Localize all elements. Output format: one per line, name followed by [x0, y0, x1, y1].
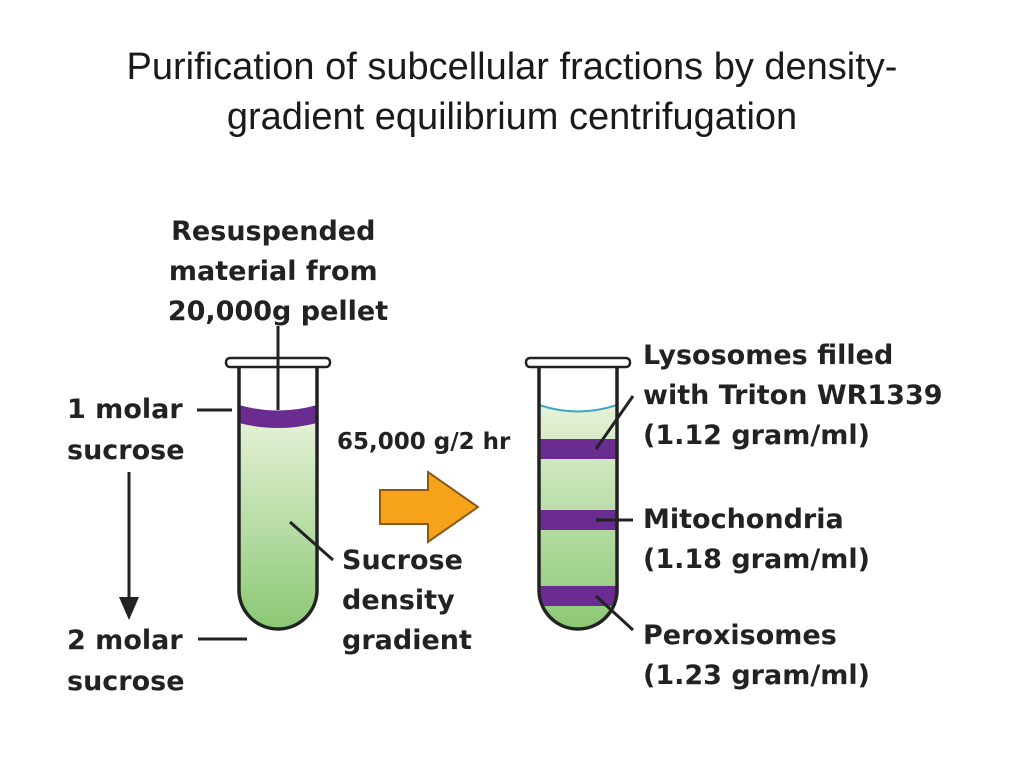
peroxisome-label: Peroxisomes (1.23 gram/ml)	[643, 620, 870, 691]
mitochondria-band	[539, 510, 617, 530]
title-line-2: gradient equilibrium centrifugation	[226, 96, 798, 138]
gradient-direction-arrow	[119, 472, 139, 620]
resuspended-material-label: Resuspended material from 20,000g pellet	[168, 216, 388, 327]
page-title: Purification of subcellular fractions by…	[40, 42, 984, 142]
gradient-label-line-1: Sucrose	[342, 545, 463, 576]
left-sucrose-gradient	[239, 418, 317, 629]
two-molar-line-2: sucrose	[67, 666, 185, 697]
one-molar-line-1: 1 molar	[67, 394, 183, 425]
two-molar-line-1: 2 molar	[67, 625, 183, 656]
lysosome-pointer-line	[594, 395, 635, 450]
top-label-line-1: Resuspended	[171, 216, 375, 247]
peroxisome-line-2: (1.23 gram/ml)	[643, 660, 870, 691]
sucrose-density-gradient-label: Sucrose density gradient	[342, 545, 472, 656]
lysosome-label: Lysosomes filled with Triton WR1339 (1.1…	[643, 340, 952, 451]
gradient-label-line-2: density	[342, 585, 455, 616]
right-tube	[524, 356, 635, 632]
peroxisome-line-1: Peroxisomes	[643, 620, 837, 651]
right-meniscus	[539, 404, 617, 413]
right-arrow-icon	[379, 470, 480, 544]
peroxisome-pointer-line	[594, 594, 635, 632]
gradient-label-line-3: gradient	[342, 625, 472, 656]
title-line-1: Purification of subcellular fractions by…	[126, 46, 898, 88]
one-molar-line-2: sucrose	[67, 435, 185, 466]
peroxisome-band	[539, 586, 617, 606]
lysosome-band	[539, 439, 617, 459]
left-gradient-pointer-line	[289, 520, 334, 562]
left-sample-band	[239, 405, 317, 428]
one-molar-sucrose-label: 1 molar sucrose	[67, 394, 192, 466]
top-label-line-2: material from	[169, 256, 378, 287]
lysosome-line-1: Lysosomes filled	[643, 340, 893, 371]
lysosome-line-3: (1.12 gram/ml)	[643, 420, 870, 451]
mitochondria-line-2: (1.18 gram/ml)	[643, 544, 870, 575]
right-tube-outline	[537, 368, 619, 631]
right-tube-rim	[524, 356, 632, 369]
down-arrow-icon	[119, 597, 139, 620]
two-molar-sucrose-label: 2 molar sucrose	[67, 625, 192, 697]
top-label-line-3: 20,000g pellet	[168, 296, 388, 327]
lysosome-line-2: with Triton WR1339	[643, 380, 943, 411]
left-tube-outline	[237, 368, 319, 631]
centrifugation-condition-label: 65,000 g/2 hr	[337, 429, 511, 455]
mitochondria-label: Mitochondria (1.18 gram/ml)	[643, 504, 870, 575]
left-tube	[197, 326, 334, 641]
mitochondria-line-1: Mitochondria	[643, 504, 844, 535]
